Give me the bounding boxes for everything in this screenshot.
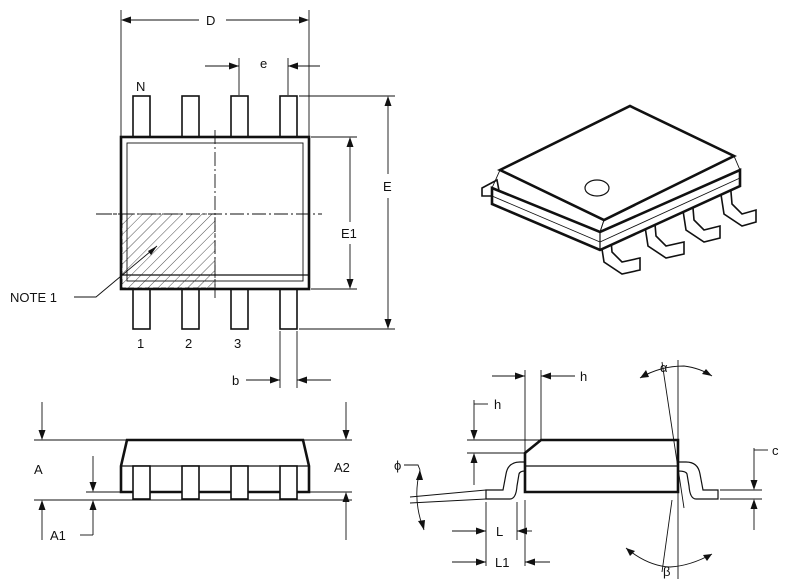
- lead-detail-view: h h α β ϕ: [394, 360, 779, 579]
- dim-label-A2: A2: [334, 460, 350, 475]
- angle-label-alpha: α: [660, 360, 668, 375]
- pin-number-3: 3: [234, 336, 241, 351]
- dim-label-c: c: [772, 443, 779, 458]
- dim-label-h-horizontal: h: [580, 369, 587, 384]
- bottom-pin: [279, 286, 298, 330]
- top-pin: [279, 95, 298, 141]
- dim-label-e: e: [260, 56, 267, 71]
- pin1-marking-area: [121, 213, 216, 289]
- angle-label-phi: ϕ: [394, 458, 401, 473]
- top-view: D e N E E1 NOTE 1 1 2 3: [10, 10, 395, 388]
- top-pin: [230, 95, 249, 141]
- pin1-dot: [584, 179, 610, 197]
- pin-number-1: 1: [137, 336, 144, 351]
- dim-label-h-vertical: h: [494, 397, 501, 412]
- dim-label-b: b: [232, 373, 239, 388]
- side-view: A A1 A2: [34, 402, 352, 543]
- bottom-pin-2: [181, 286, 200, 330]
- angle-label-beta: β: [663, 564, 670, 579]
- dim-label-E1: E1: [341, 226, 357, 241]
- pin-number-2: 2: [185, 336, 192, 351]
- bottom-pin-1: [132, 286, 151, 330]
- top-pin: [181, 95, 200, 141]
- dim-label-A: A: [34, 462, 43, 477]
- pin-label-N: N: [136, 79, 145, 94]
- dim-label-L: L: [496, 524, 503, 539]
- isometric-view: [481, 104, 757, 275]
- top-pin-n: [132, 95, 151, 141]
- dim-label-D: D: [206, 13, 215, 28]
- dim-label-A1: A1: [50, 528, 66, 543]
- bottom-pin-3: [230, 286, 249, 330]
- dim-label-E: E: [383, 179, 392, 194]
- note-1-label: NOTE 1: [10, 290, 57, 305]
- dim-label-L1: L1: [495, 555, 509, 570]
